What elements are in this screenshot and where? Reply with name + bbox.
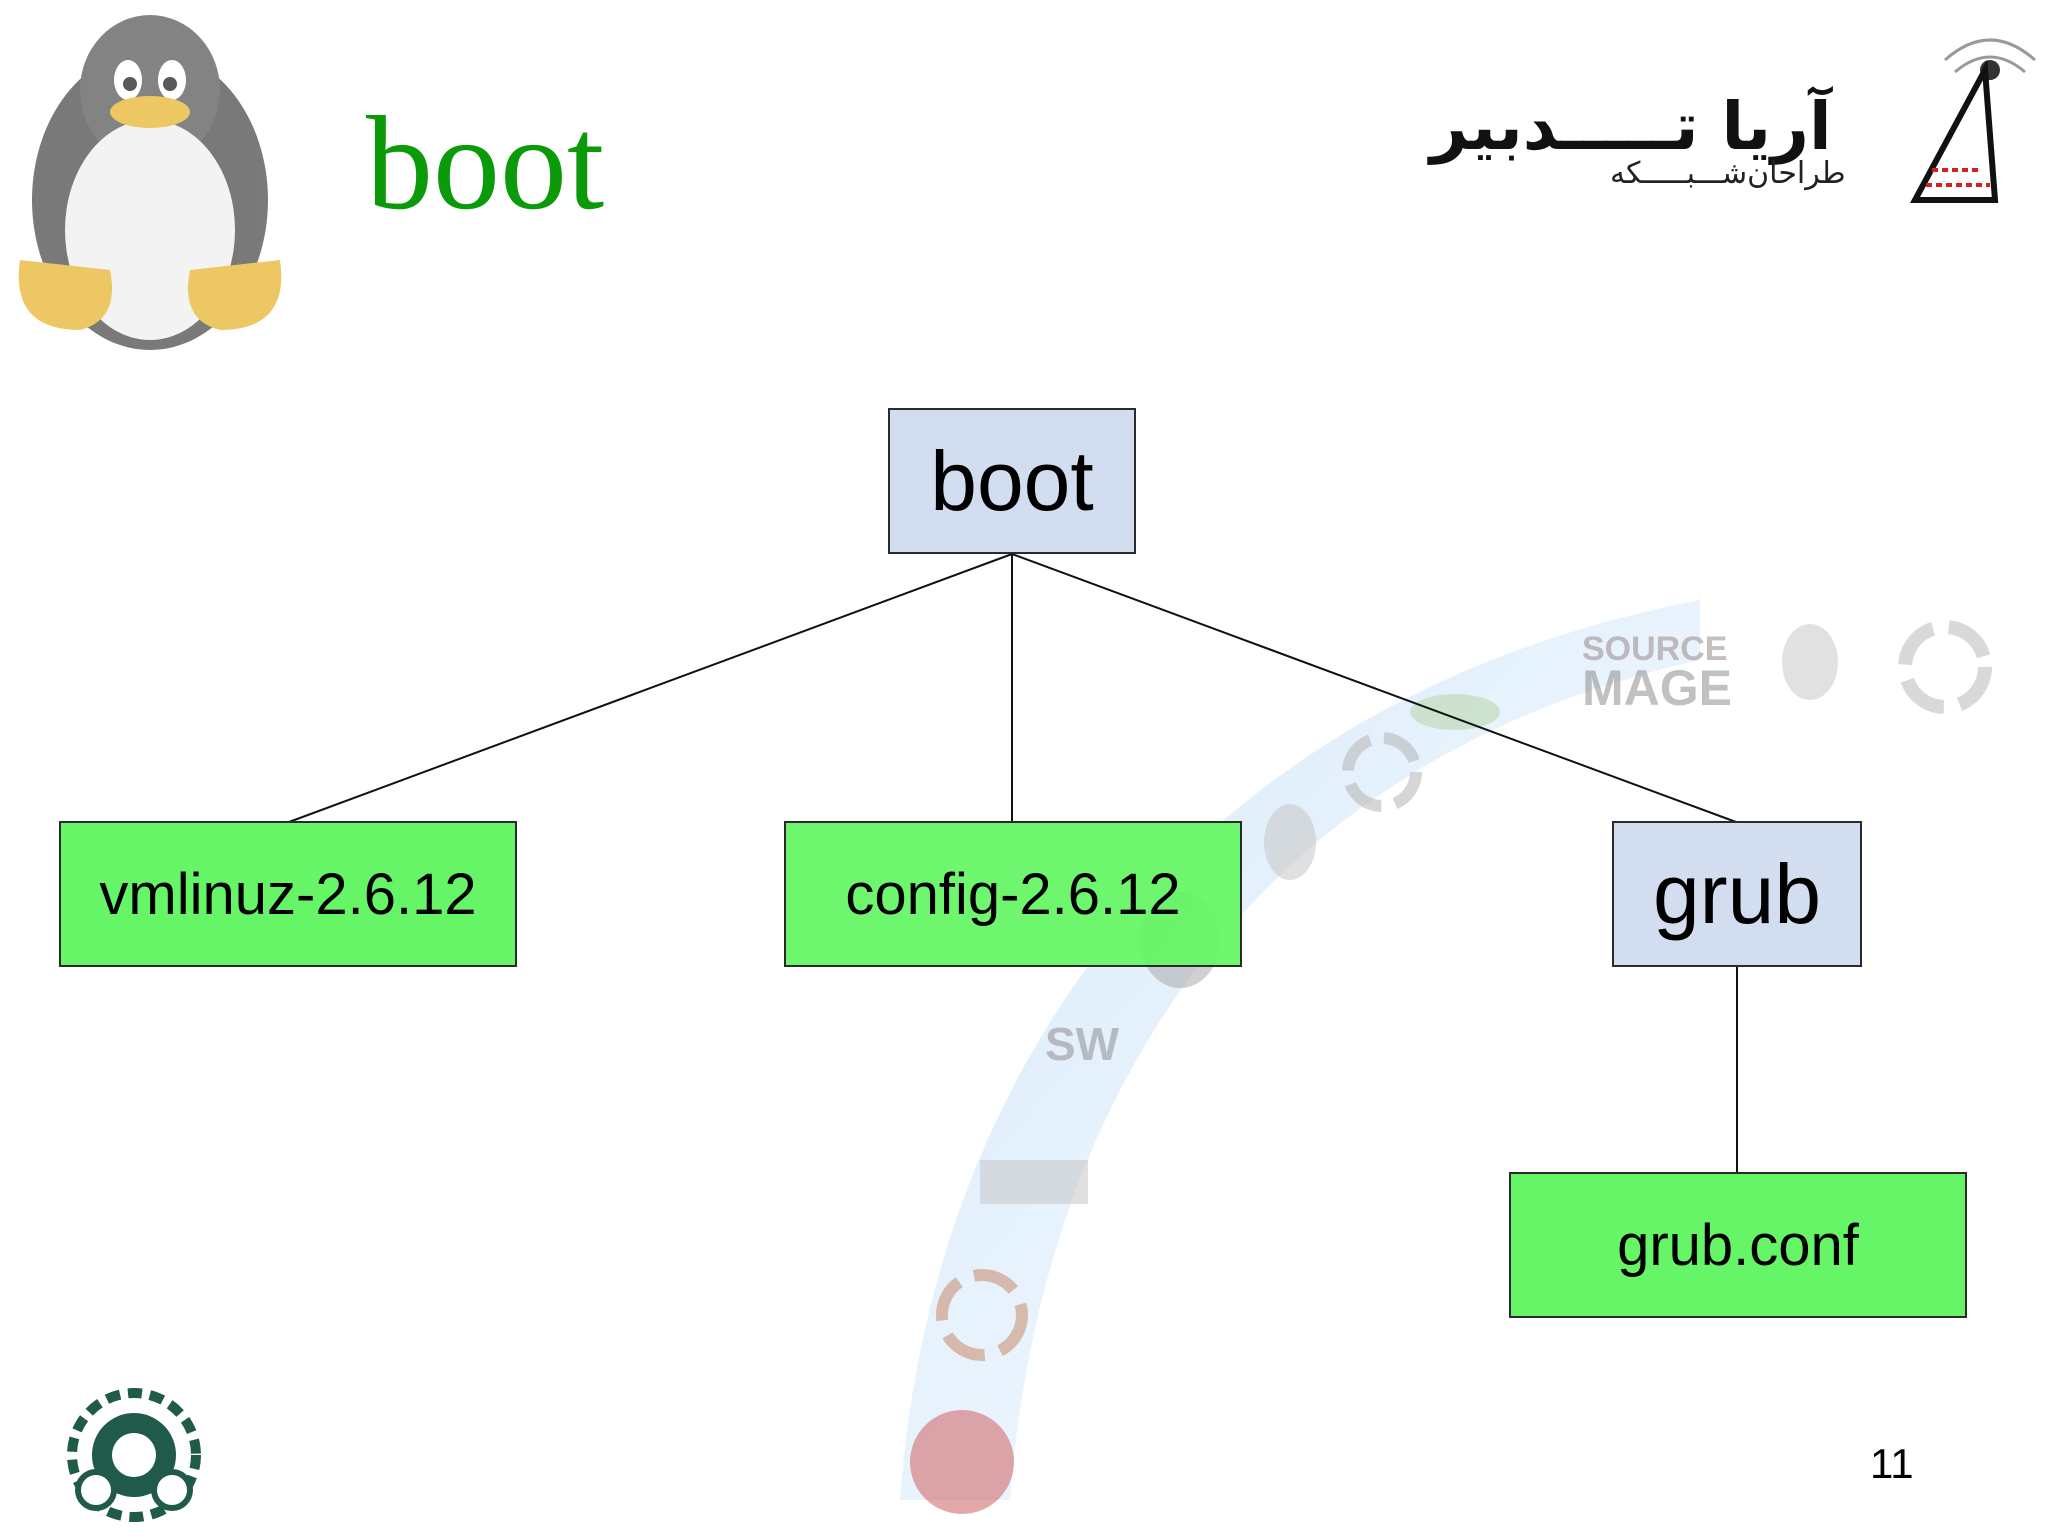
tree-node-config: config-2.6.12 bbox=[784, 821, 1242, 967]
node-label: grub.conf bbox=[1617, 1212, 1859, 1278]
node-label: grub bbox=[1652, 846, 1822, 941]
tree-node-grub-conf: grub.conf bbox=[1509, 1172, 1967, 1318]
page-number: 11 bbox=[1870, 1440, 1914, 1487]
tree-node-boot: boot bbox=[888, 408, 1136, 554]
svg-text:SOURCE: SOURCE bbox=[1582, 630, 1727, 668]
svg-text:MAGE: MAGE bbox=[1582, 660, 1732, 716]
brand-name: آریا تـــــدبیر bbox=[1430, 88, 1832, 165]
university-emblem-icon bbox=[67, 1388, 201, 1522]
node-label: boot bbox=[930, 433, 1094, 528]
node-label: config-2.6.12 bbox=[845, 861, 1181, 927]
tree-node-vmlinuz: vmlinuz-2.6.12 bbox=[59, 821, 517, 967]
tree-connectors bbox=[288, 553, 1738, 1173]
slide-title: boot bbox=[366, 89, 605, 237]
aria-tadbir-logo bbox=[1909, 38, 2036, 203]
node-label: vmlinuz-2.6.12 bbox=[99, 861, 477, 927]
svg-text:SW: SW bbox=[1045, 1018, 1120, 1070]
distro-logo-arc: SOURCE MAGE SW bbox=[900, 600, 1992, 1514]
tux-penguin-icon bbox=[18, 15, 282, 350]
tree-node-grub: grub bbox=[1612, 821, 1862, 967]
brand-tagline: طراحان‌شـــبـــــکه bbox=[1610, 156, 1846, 191]
